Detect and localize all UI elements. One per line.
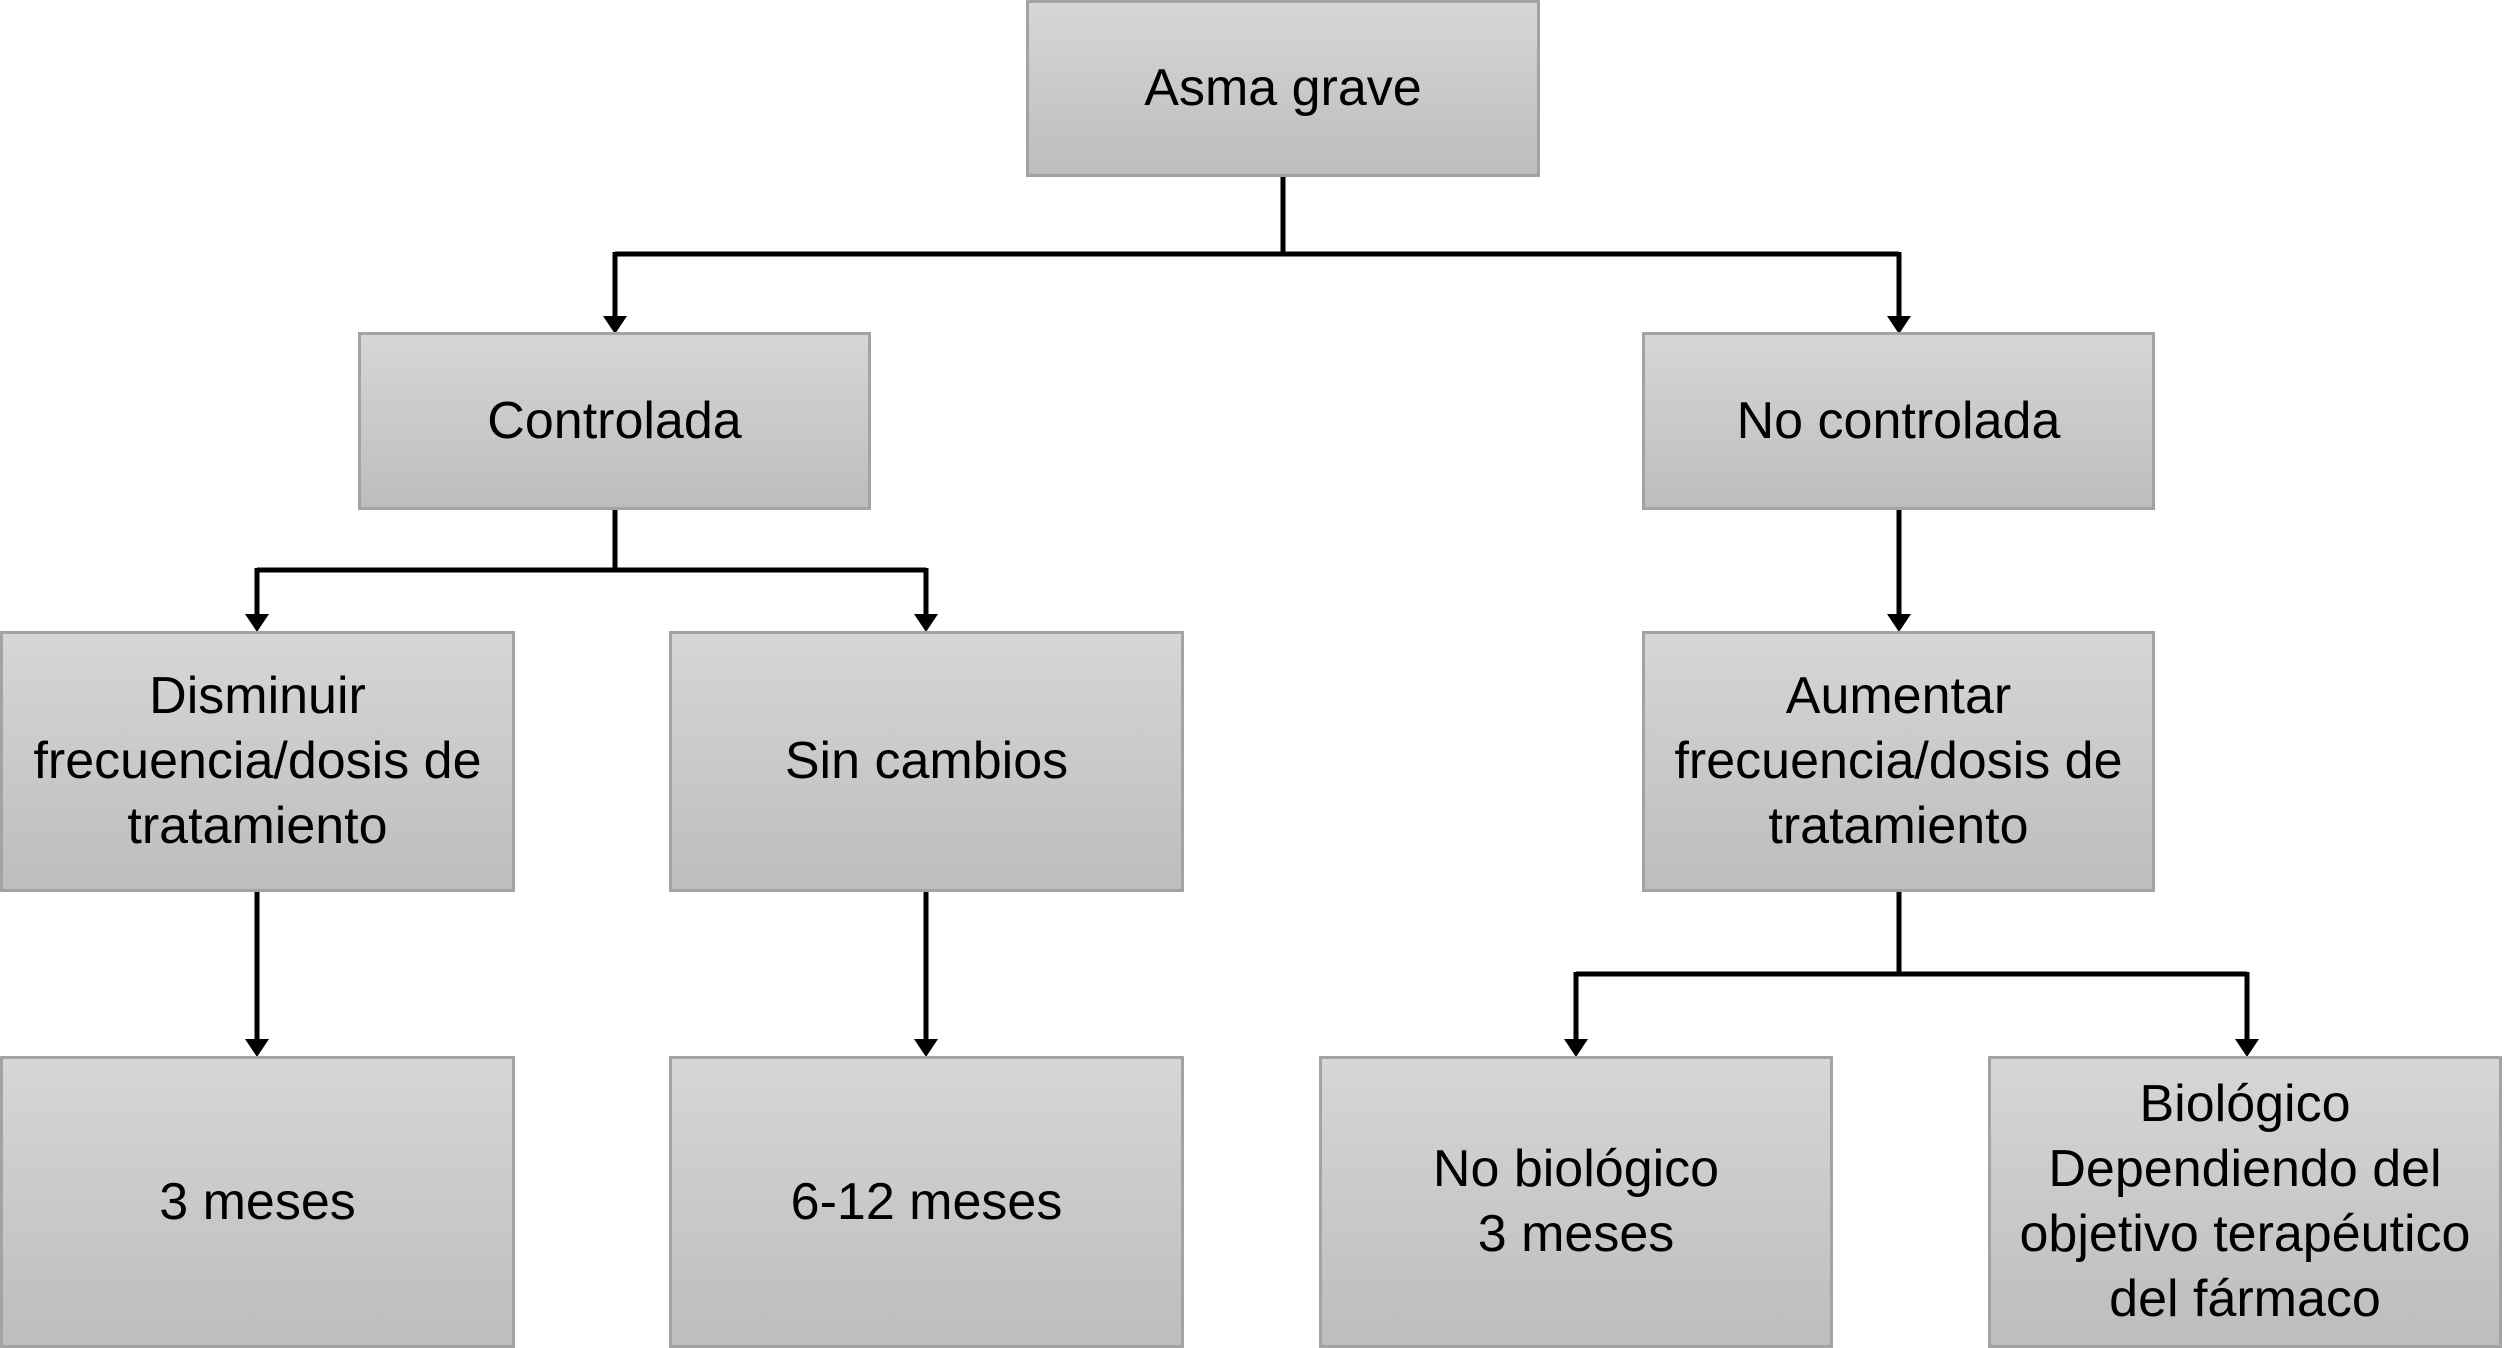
- node-3-meses: 3 meses: [0, 1056, 515, 1348]
- node-label: Biológico Dependiendo del objetivo terap…: [2019, 1075, 2471, 1328]
- arrowhead: [914, 614, 938, 632]
- node-label: 3 meses: [159, 1172, 356, 1231]
- arrowhead: [245, 614, 269, 632]
- node-label: No controlada: [1736, 391, 2061, 450]
- node-label: Disminuir frecuencia/dosis de tratamient…: [33, 667, 482, 855]
- node-no-biologico: No biológico 3 meses: [1319, 1056, 1833, 1348]
- node-6-12-meses: 6-12 meses: [669, 1056, 1184, 1348]
- node-biologico: Biológico Dependiendo del objetivo terap…: [1988, 1056, 2502, 1348]
- node-aumentar: Aumentar frecuencia/dosis de tratamiento: [1642, 631, 2155, 892]
- arrowhead: [914, 1039, 938, 1057]
- arrowhead: [1564, 1039, 1588, 1057]
- node-sin-cambios: Sin cambios: [669, 631, 1184, 892]
- node-label: Aumentar frecuencia/dosis de tratamiento: [1674, 667, 2123, 855]
- connector-root-trunk: [615, 176, 1899, 257]
- node-no-controlada: No controlada: [1642, 332, 2155, 510]
- connector-aumentar-trunk: [1576, 891, 2247, 977]
- arrowhead: [1887, 614, 1911, 632]
- arrowhead: [2235, 1039, 2259, 1057]
- node-disminuir: Disminuir frecuencia/dosis de tratamient…: [0, 631, 515, 892]
- node-label: 6-12 meses: [790, 1172, 1063, 1231]
- node-label: Asma grave: [1144, 59, 1422, 117]
- node-asma-grave: Asma grave: [1026, 0, 1540, 177]
- connector-controlada-trunk: [257, 509, 926, 573]
- arrowhead: [245, 1039, 269, 1057]
- node-label: Sin cambios: [784, 732, 1069, 790]
- arrowhead: [1887, 316, 1911, 334]
- arrowhead: [603, 316, 627, 334]
- node-controlada: Controlada: [358, 332, 871, 510]
- node-label: Controlada: [487, 391, 742, 450]
- node-label: No biológico 3 meses: [1432, 1140, 1720, 1263]
